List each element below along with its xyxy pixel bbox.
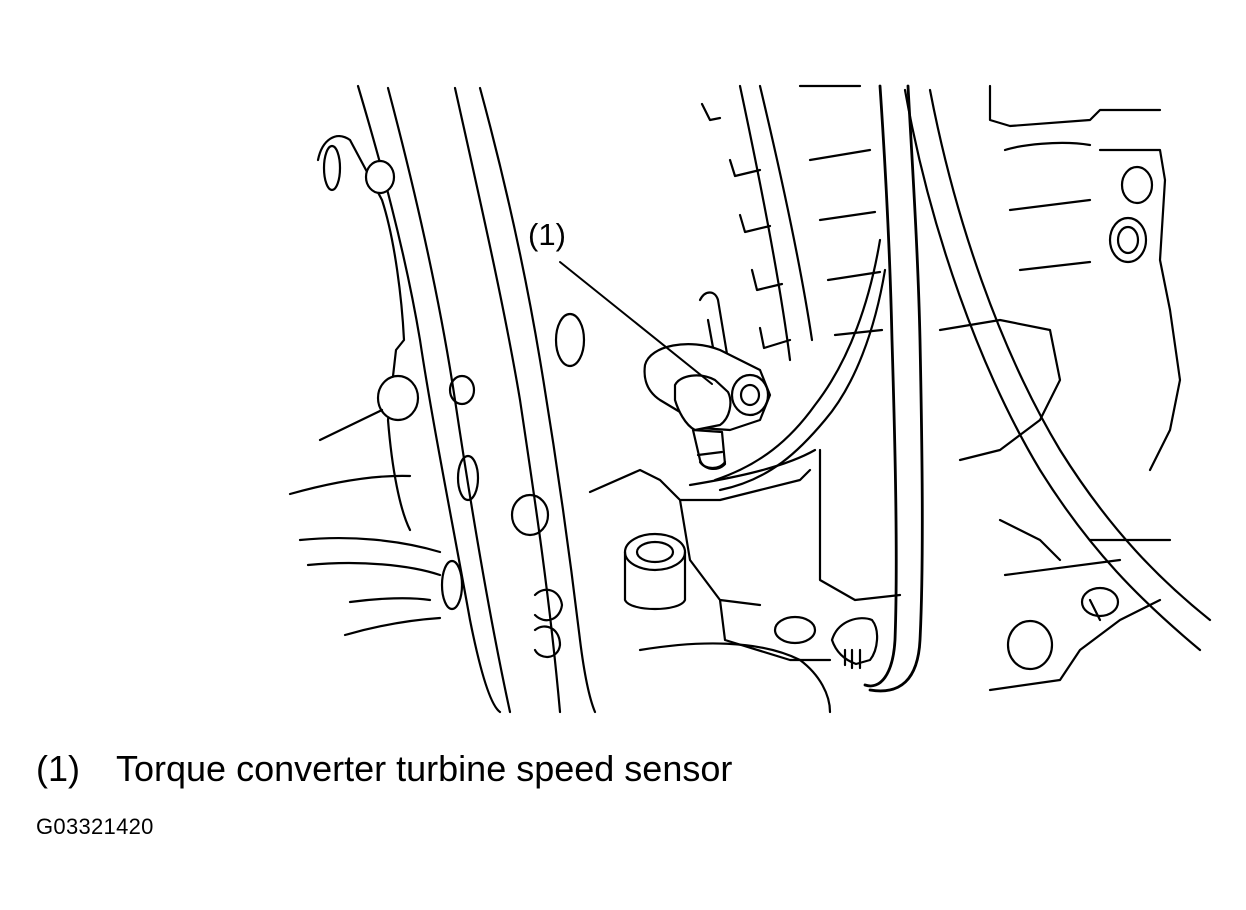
callout-label-1: (1) (528, 217, 566, 252)
boss-mid-left (376, 374, 420, 422)
housing-left-flange-outer (316, 135, 412, 532)
callout-leader-line (559, 261, 713, 385)
housing-left-rib-2 (453, 86, 562, 714)
clip-lower-left (533, 588, 564, 658)
bolt-lower-right (1006, 619, 1054, 671)
bolt-upper-right-2-inner (1116, 225, 1140, 255)
sensor-tip-cap (696, 450, 727, 470)
dowel-top-inner (635, 540, 675, 564)
upper-right-housing (988, 84, 1182, 472)
sensor-bolt-inner (739, 383, 761, 407)
boss-left-4 (510, 493, 550, 537)
sensor-tip (691, 428, 727, 470)
center-body-curve (688, 448, 902, 602)
boss-left-hole-2 (456, 454, 480, 502)
center-bottom-curve (638, 642, 832, 714)
boss-left-hole-1 (448, 374, 476, 406)
boss-left-5 (554, 312, 586, 368)
boss-mid-left-shaft (288, 408, 412, 496)
housing-left-rib-3 (478, 86, 597, 714)
center-bolt-hole (773, 615, 817, 645)
dowel-top (623, 532, 687, 572)
boss-top-left (364, 159, 396, 195)
transmission-line-drawing (288, 84, 1212, 714)
right-long-curve-1 (903, 88, 1202, 652)
sensor-body (673, 374, 732, 432)
dowel-body (623, 550, 687, 610)
center-body-outline (588, 468, 832, 662)
bolt-upper-right-1 (1120, 165, 1154, 205)
legend-label: Torque converter turbine speed sensor (116, 748, 733, 789)
lower-right-housing (938, 318, 1172, 692)
legend-key: (1) (36, 748, 80, 789)
boss-top-left-hole (322, 144, 342, 192)
wire-connector (830, 617, 879, 670)
gearbox-ribs (700, 84, 884, 362)
cable-right-edge (868, 84, 924, 693)
sensor-bolt-head (730, 373, 770, 417)
harness-curve (713, 238, 887, 492)
bolt-upper-right-2 (1108, 216, 1148, 264)
boss-left-hole-3 (440, 559, 464, 611)
cable-left-edge (863, 84, 898, 688)
bolt-lower-right-2 (1080, 586, 1120, 618)
legend: (1) Torque converter turbine speed sensor (36, 748, 732, 790)
left-lower-curves (298, 536, 442, 637)
right-long-curve-2 (928, 88, 1212, 622)
figure-id: G03321420 (36, 814, 154, 839)
sensor-bracket (698, 291, 730, 366)
